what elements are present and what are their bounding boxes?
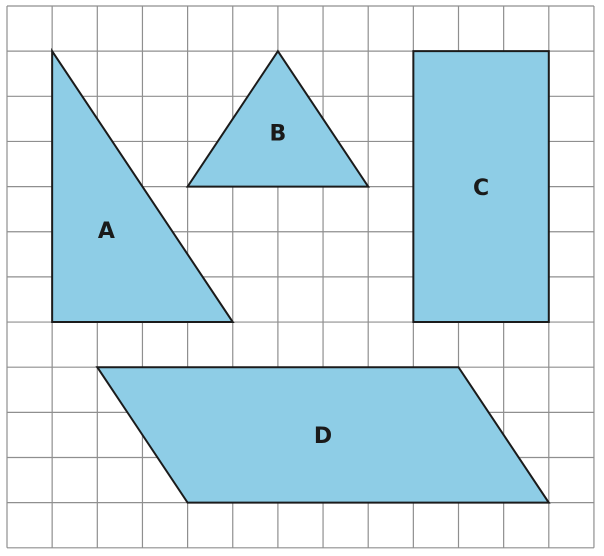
shape-label-c: C bbox=[473, 176, 489, 201]
shapes-group bbox=[51, 47, 551, 504]
shape-label-d: D bbox=[314, 424, 332, 449]
shape-c-rectangle bbox=[412, 50, 550, 324]
shape-label-b: B bbox=[270, 122, 287, 147]
shape-a-right-triangle bbox=[51, 47, 235, 324]
shape-label-a: A bbox=[98, 219, 115, 244]
labels-group: A B C D bbox=[98, 122, 489, 450]
shape-d-parallelogram bbox=[95, 366, 551, 504]
shape-b-isosceles-triangle bbox=[185, 49, 371, 188]
